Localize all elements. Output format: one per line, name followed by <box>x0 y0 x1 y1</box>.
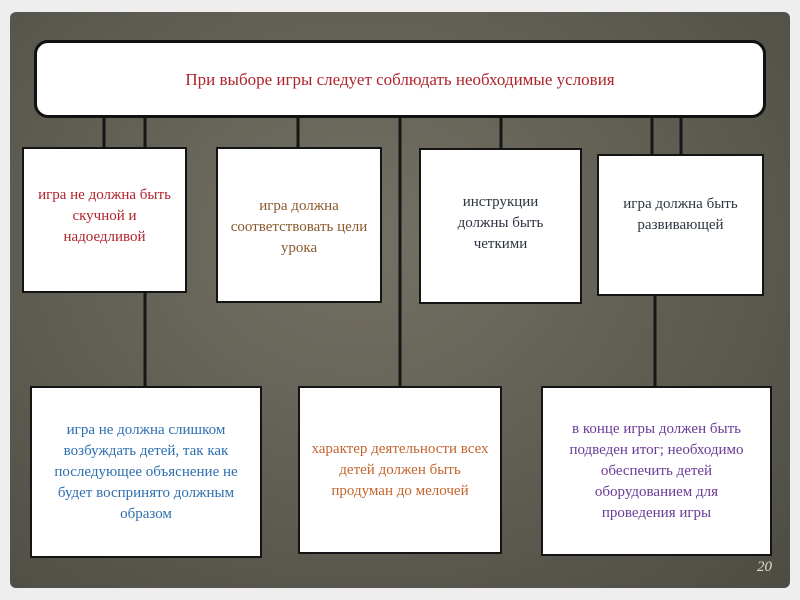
condition-box-instructions: инструкции должны быть четкими <box>419 148 582 304</box>
condition-text: игра не должна быть скучной и надоедливо… <box>38 187 171 245</box>
condition-text: игра должна быть развивающей <box>623 196 738 233</box>
condition-text: инструкции должны быть четкими <box>457 194 544 252</box>
condition-box-overexcite: игра не должна слишком возбуждать детей,… <box>30 386 262 558</box>
condition-text: игра должна соответствовать цели урока <box>230 198 368 256</box>
condition-box-activity: характер деятельности всех детей должен … <box>298 386 502 554</box>
condition-box-lesson-goal: игра должна соответствовать цели урока <box>216 147 382 303</box>
condition-box-developing: игра должна быть развивающей <box>597 154 764 296</box>
condition-box-summary: в конце игры должен быть подведен итог; … <box>541 386 772 556</box>
condition-text: игра не должна слишком возбуждать детей,… <box>54 421 238 522</box>
condition-box-boring: игра не должна быть скучной и надоедливо… <box>22 147 187 293</box>
title-text: При выборе игры следует соблюдать необхо… <box>185 69 615 89</box>
title-box: При выборе игры следует соблюдать необхо… <box>34 40 766 118</box>
condition-text: в конце игры должен быть подведен итог; … <box>569 420 744 521</box>
condition-text: характер деятельности всех детей должен … <box>311 440 489 499</box>
page-number: 20 <box>757 559 772 575</box>
